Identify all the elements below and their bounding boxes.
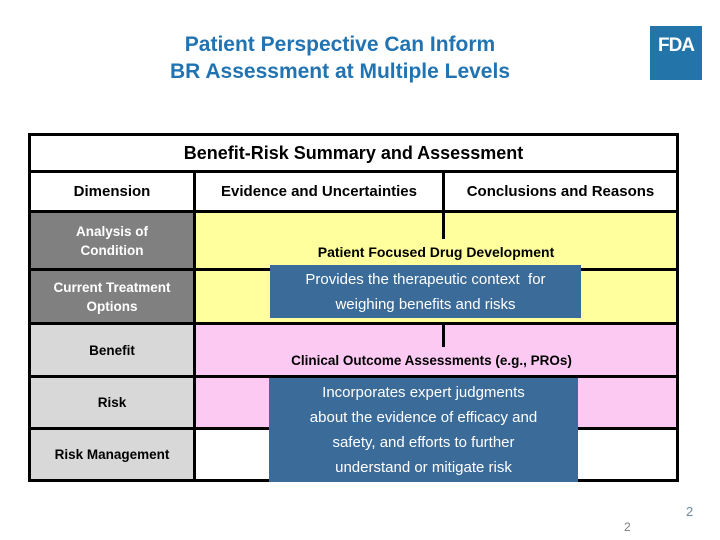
row-label-benefit: Benefit (31, 325, 193, 375)
slide-title: Patient Perspective Can Inform BR Assess… (170, 33, 510, 83)
row-label-risk-management: Risk Management (31, 430, 193, 479)
row-label-current-treatment-options: Current Treatment Options (31, 271, 193, 322)
table-title: Benefit-Risk Summary and Assessment (31, 136, 676, 170)
row-label-analysis-of-condition: Analysis of Condition (31, 213, 193, 268)
column-header-dimension: Dimension (31, 173, 193, 210)
fda-logo-text: FDA (657, 35, 695, 56)
column-header-evidence: Evidence and Uncertainties (196, 173, 442, 210)
column-divider-stub-middle (442, 325, 445, 347)
fda-logo: FDA (650, 26, 702, 80)
row-label-risk: Risk (31, 378, 193, 427)
pfdd-band-label: Patient Focused Drug Development (196, 239, 676, 265)
column-divider-stub-top (442, 213, 445, 241)
column-header-conclusions: Conclusions and Reasons (445, 173, 676, 210)
therapeutic-context-note: Provides the therapeutic context for wei… (270, 265, 581, 318)
expert-judgments-note: Incorporates expert judgments about the … (269, 378, 578, 482)
coa-band-label: Clinical Outcome Assessments (e.g., PROs… (273, 347, 590, 373)
benefit-risk-table: Benefit-Risk Summary and Assessment Dime… (28, 133, 679, 482)
secondary-page-number: 2 (624, 520, 631, 534)
slide-page-number: 2 (686, 504, 694, 519)
